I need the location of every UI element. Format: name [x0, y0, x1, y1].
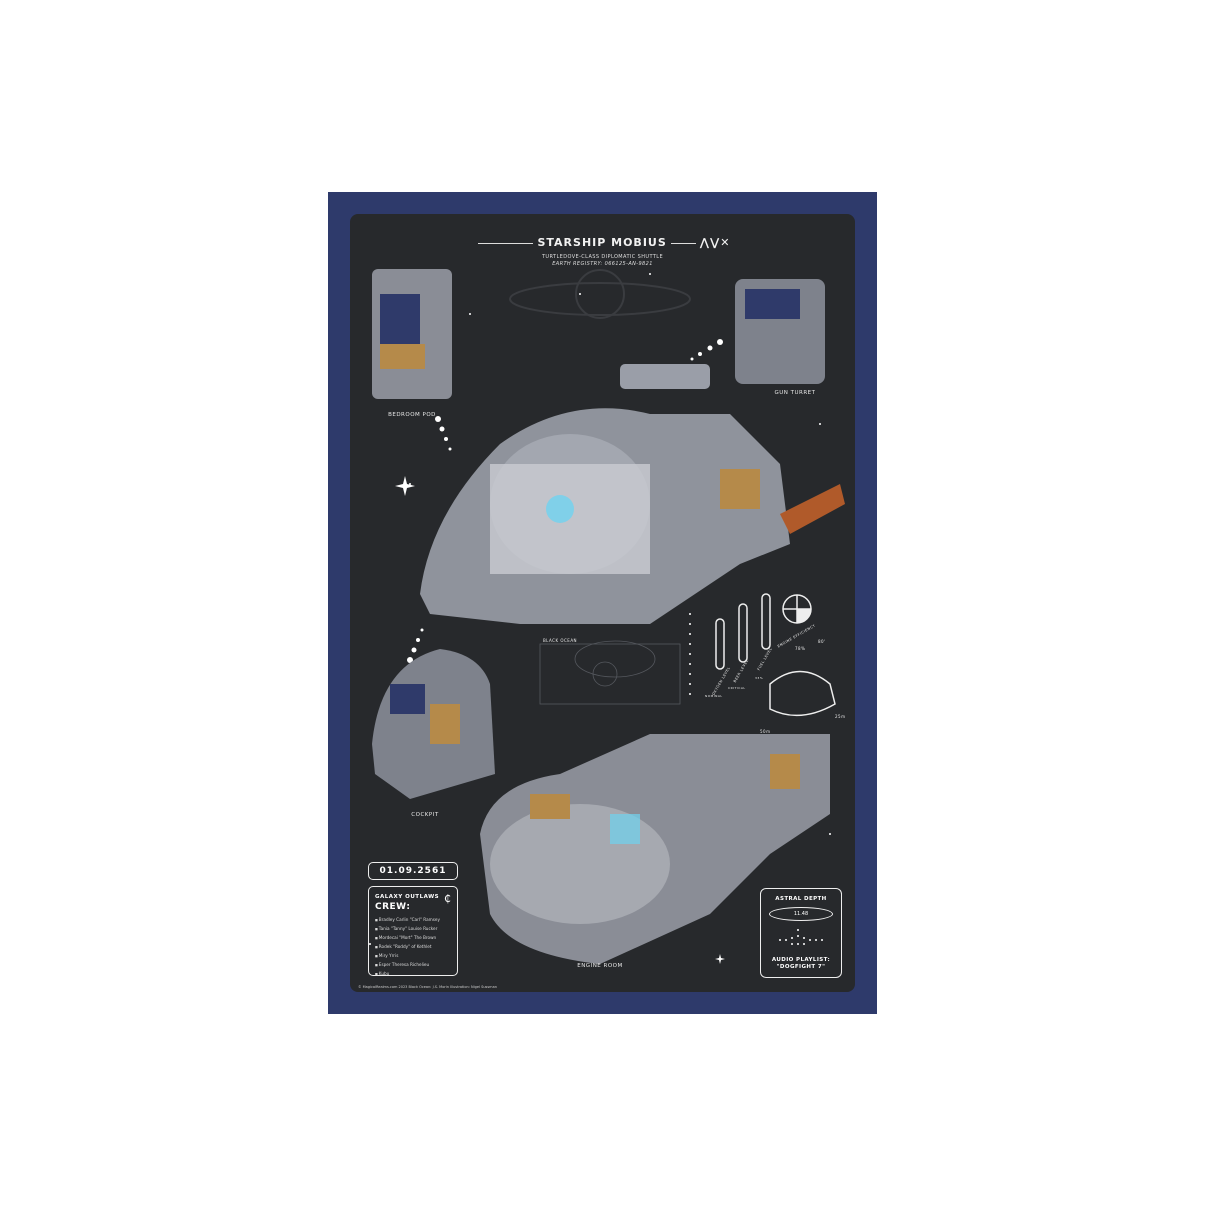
main-ship-art — [420, 364, 845, 624]
crew-member: Rodek "Roddy" of Kethlet — [375, 944, 440, 953]
beer-status: CRITICAL — [728, 686, 746, 690]
astral-depth-box: ASTRAL DEPTH 11.48 AUDIO PLAYLIST: "DOGF… — [760, 888, 842, 978]
playlist-name: "DOGFIGHT 7" — [776, 964, 826, 970]
crew-member: Esper Theresa Richelieu — [375, 962, 440, 971]
playlist-label: AUDIO PLAYLIST: — [771, 957, 831, 963]
audio-visualizer — [779, 929, 823, 945]
fuel-value: 33% — [755, 676, 764, 680]
subtitle: TURTLEDOVE-CLASS DIPLOMATIC SHUTTLE — [541, 254, 664, 260]
oxygen-status: NOMINAL — [705, 694, 723, 698]
label-black-ocean: BLACK OCEAN — [542, 638, 578, 643]
playlist: AUDIO PLAYLIST: "DOGFIGHT 7" — [761, 957, 841, 971]
crew-member: Miry Yrris — [375, 953, 440, 962]
gauges — [715, 593, 836, 717]
dimension-b: 25m — [835, 714, 846, 719]
engine-room-art — [480, 734, 830, 964]
title-text: STARSHIP MOBIUS — [537, 236, 667, 249]
engine-value: 78% — [795, 646, 806, 651]
label-cockpit: COCKPIT — [411, 812, 439, 818]
label-bedroom-pod: BEDROOM POD — [388, 412, 436, 418]
poster-frame: STARSHIP MOBIUS⋀⋁✕ TURTLEDOVE-CLASS DIPL… — [328, 192, 877, 1014]
label-gun-turret: GUN TURRET — [774, 390, 816, 396]
crew-box: GALAXY OUTLAWS ₵ CREW: Bradley Carlin "C… — [368, 886, 458, 976]
ship-illustration — [369, 269, 845, 964]
crew-member: Mordecai "Mort" The Brown — [375, 935, 440, 944]
blueprint-diagram — [539, 640, 681, 705]
crew-group: GALAXY OUTLAWS — [375, 894, 440, 900]
galaxy-outlaws-logo-icon: ₵ — [444, 892, 451, 905]
crew-member: Kubu — [375, 971, 440, 980]
label-engine-room: ENGINE ROOM — [577, 963, 623, 969]
crew-member: Bradley Carlin "Carl" Ramsey — [375, 917, 440, 926]
dimension-c: 50m — [760, 729, 771, 734]
crew-member: Tania "Tanny" Louise Rucker — [375, 926, 440, 935]
credits-footer: © MagicalRealms.com 2023 Black Ocean: J.… — [358, 985, 497, 989]
poster-title: STARSHIP MOBIUS⋀⋁✕ — [350, 236, 855, 249]
astral-value: 11.48 — [769, 907, 833, 921]
crew-list: Bradley Carlin "Carl" Ramsey Tania "Tann… — [375, 917, 440, 980]
poster-panel: STARSHIP MOBIUS⋀⋁✕ TURTLEDOVE-CLASS DIPL… — [350, 214, 855, 992]
astral-title: ASTRAL DEPTH — [775, 896, 827, 902]
date-box: 01.09.2561 — [368, 862, 458, 880]
registry: EARTH REGISTRY: 066125-AN-9821 — [552, 261, 653, 267]
dimension-a: 80' — [818, 639, 826, 644]
crew-heading: CREW: — [375, 902, 411, 912]
